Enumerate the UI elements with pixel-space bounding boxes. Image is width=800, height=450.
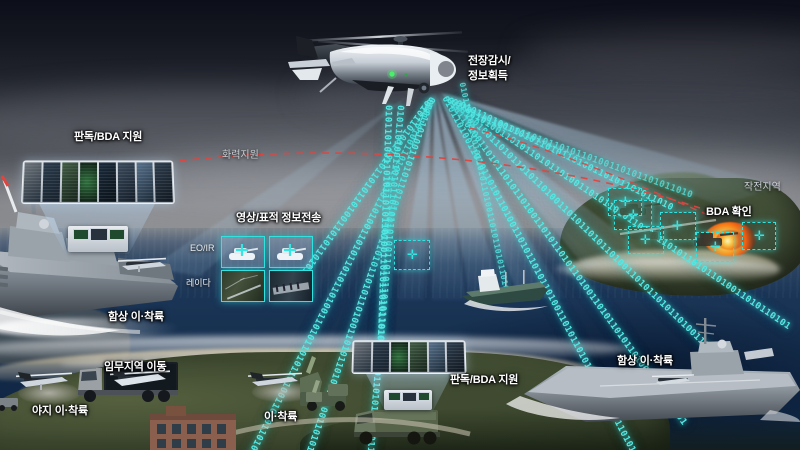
target-crosshair-icon: ✛ (407, 247, 418, 262)
operator-desk[interactable] (68, 226, 128, 252)
label-ship-takeoff-landing-left: 함상 이·착륙 (108, 311, 164, 323)
label-isr-line2: 정보획득 (468, 69, 508, 82)
label-radar: 레이다 (186, 278, 211, 288)
console-screen[interactable] (154, 162, 173, 203)
console-screen[interactable] (136, 162, 154, 203)
target-bracket (742, 222, 776, 250)
console-display-wall[interactable] (21, 160, 175, 205)
console-screen[interactable] (447, 342, 465, 372)
eoir-thumbnail[interactable] (221, 236, 265, 268)
console-screen[interactable] (353, 342, 371, 372)
target-bracket (660, 212, 696, 240)
target-crosshair-icon: ✛ (710, 239, 721, 254)
tank-icon (229, 244, 259, 260)
target-crosshair-icon: ✛ (672, 218, 683, 233)
console-screen[interactable] (372, 342, 390, 372)
target-bracket (394, 240, 430, 270)
ground-control-station-air[interactable] (21, 160, 175, 260)
label-eo-ir: EO/IR (190, 243, 215, 253)
label-bda-support-ground: 판독/BDA 지원 (450, 374, 519, 386)
target-crosshair-icon: ✛ (628, 207, 639, 222)
console-screen-radar[interactable] (80, 162, 98, 203)
destroyer-wake (0, 318, 180, 338)
target-bracket (628, 226, 664, 254)
label-mission-area-movement: 임무지역 이동 (104, 361, 167, 373)
label-takeoff-landing: 이·착륙 (264, 411, 298, 423)
label-isr-line1: 전장감시/ (468, 55, 511, 67)
target-crosshair-icon: ✛ (754, 228, 765, 243)
label-field-takeoff-landing: 야지 이·착륙 (32, 405, 88, 417)
label-fire-support: 화력지원 (222, 150, 259, 161)
console-screen[interactable] (98, 162, 116, 203)
operator-desk[interactable] (384, 390, 432, 410)
radar-thumbnail[interactable] (221, 270, 265, 302)
console-screen-radar[interactable] (391, 342, 409, 372)
label-bda-support-air: 판독/BDA 지원 (74, 131, 143, 143)
label-bda-confirm: BDA 확인 (706, 206, 752, 218)
console-display-wall[interactable] (351, 340, 467, 374)
console-screen[interactable] (42, 162, 60, 203)
target-crosshair-icon: ✛ (640, 232, 651, 247)
target-bracket (608, 188, 642, 216)
console-screen[interactable] (410, 342, 427, 372)
radar-thumbnail[interactable] (269, 270, 313, 302)
console-screen[interactable] (428, 342, 446, 372)
label-operation-area: 작전지역 (744, 182, 781, 193)
console-screen[interactable] (117, 162, 135, 203)
label-isr: 전장감시/ 정보획득 (468, 54, 511, 84)
console-screen[interactable] (61, 162, 79, 203)
label-ship-takeoff-landing-right: 함상 이·착륙 (617, 355, 673, 367)
target-crosshair-icon: ✛ (620, 194, 631, 209)
label-image-target-transmission: 영상/표적 정보전송 (236, 212, 322, 224)
surf-line-right (556, 258, 782, 280)
console-screen[interactable] (23, 162, 42, 203)
target-bracket (614, 200, 652, 230)
ground-control-station-ground[interactable] (351, 340, 467, 416)
tank-icon (277, 244, 307, 260)
eoir-thumbnail[interactable] (269, 236, 313, 268)
target-bracket (696, 232, 734, 262)
landing-pad (252, 382, 312, 402)
field-landing-pad (18, 382, 80, 404)
